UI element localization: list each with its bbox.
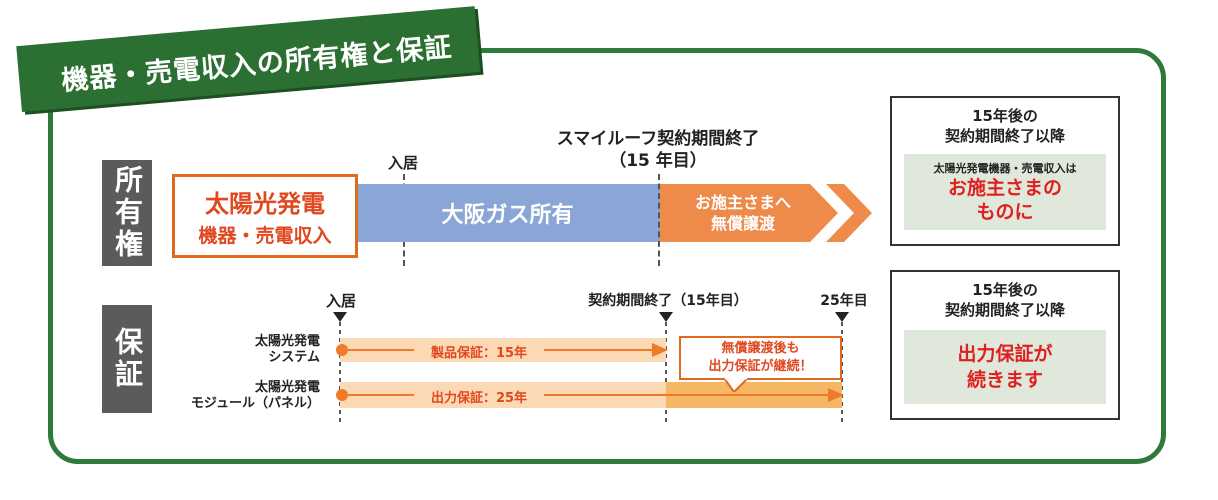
warranty-year25-label: 25年目 (820, 293, 868, 309)
warranty-callout-line2: 出力保証が継続！ (708, 359, 813, 374)
warranty-after-panel-line1: 出力保証が (957, 343, 1053, 365)
callout-pointer-shape (724, 378, 748, 392)
product-warranty-start-dot (336, 344, 348, 356)
solar-box-line2: 機器・売電収入 (198, 225, 332, 247)
contract-end-line2: （15 年目） (609, 151, 707, 171)
system-label-line1: 太陽光発電 (254, 334, 320, 349)
module-label: 太陽光発電 モジュール（パネル） (150, 380, 320, 412)
solar-equipment-box: 太陽光発電 機器・売電収入 (172, 174, 358, 258)
ownership-move-in-label: 入居 (387, 153, 418, 172)
ownership-row-label: 所有権 (102, 160, 152, 266)
warranty-callout: 無償譲渡後も 出力保証が継続！ (679, 336, 842, 380)
transfer-arrow-line1: お施主さまへ (694, 193, 791, 212)
warranty-after-head1: 15年後の (972, 281, 1038, 299)
contract-end-marker-icon (659, 312, 673, 322)
contract-end-line1: スマイルーフ契約期間終了 (556, 129, 760, 149)
transfer-arrow (660, 184, 872, 242)
ownership-after-box: 15年後の 契約期間終了以降 太陽光発電機器・売電収入は お施主さまの ものに (890, 96, 1120, 246)
transfer-arrow-chevron (826, 184, 872, 242)
system-label-line2: システム (268, 350, 320, 365)
year25-marker-icon (835, 312, 849, 322)
ownership-after-head1: 15年後の (972, 107, 1038, 125)
transfer-arrow-body (660, 184, 838, 242)
ownership-after-panel: 太陽光発電機器・売電収入は お施主さまの ものに (904, 154, 1106, 230)
output-warranty-start-dot (336, 389, 348, 401)
move-in-marker-icon (333, 312, 347, 322)
callout-pointer (724, 378, 748, 392)
transfer-arrow-line2: 無償譲渡 (710, 214, 775, 233)
ownership-after-panel-small: 太陽光発電機器・売電収入は (933, 162, 1077, 175)
ownership-after-panel-line2: ものに (976, 201, 1034, 223)
warranty-row-label: 保証 (102, 305, 152, 413)
warranty-after-panel-line2: 続きます (966, 369, 1043, 391)
warranty-contract-end-label: 契約期間終了（15年目） (588, 293, 748, 309)
warranty-move-in-label: 入居 (325, 291, 356, 310)
module-label-line2: モジュール（パネル） (190, 396, 320, 411)
transfer-arrow-label: お施主さまへ 無償譲渡 (668, 188, 818, 238)
osaka-gas-ownership-bar: 大阪ガス所有 (355, 184, 660, 242)
ownership-after-panel-line1: お施主さまの (947, 177, 1062, 199)
output-warranty-label: 出力保証：25年 (414, 385, 544, 407)
product-warranty-label: 製品保証：15年 (414, 340, 544, 362)
module-label-line1: 太陽光発電 (254, 380, 320, 395)
warranty-after-box: 15年後の 契約期間終了以降 出力保証が 続きます (890, 270, 1120, 420)
ownership-after-head2: 契約期間終了以降 (944, 127, 1065, 145)
warranty-after-panel: 出力保証が 続きます (904, 330, 1106, 404)
solar-box-line1: 太陽光発電 (205, 190, 325, 218)
warranty-callout-line1: 無償譲渡後も (721, 341, 800, 356)
warranty-after-head2: 契約期間終了以降 (944, 301, 1065, 319)
output-warranty-arrowhead (828, 388, 844, 402)
system-label: 太陽光発電 システム (170, 334, 320, 366)
contract-end-label: スマイルーフ契約期間終了 （15 年目） (520, 128, 796, 172)
product-warranty-arrowhead (652, 343, 668, 357)
ownership-contract-end-line (658, 174, 660, 266)
